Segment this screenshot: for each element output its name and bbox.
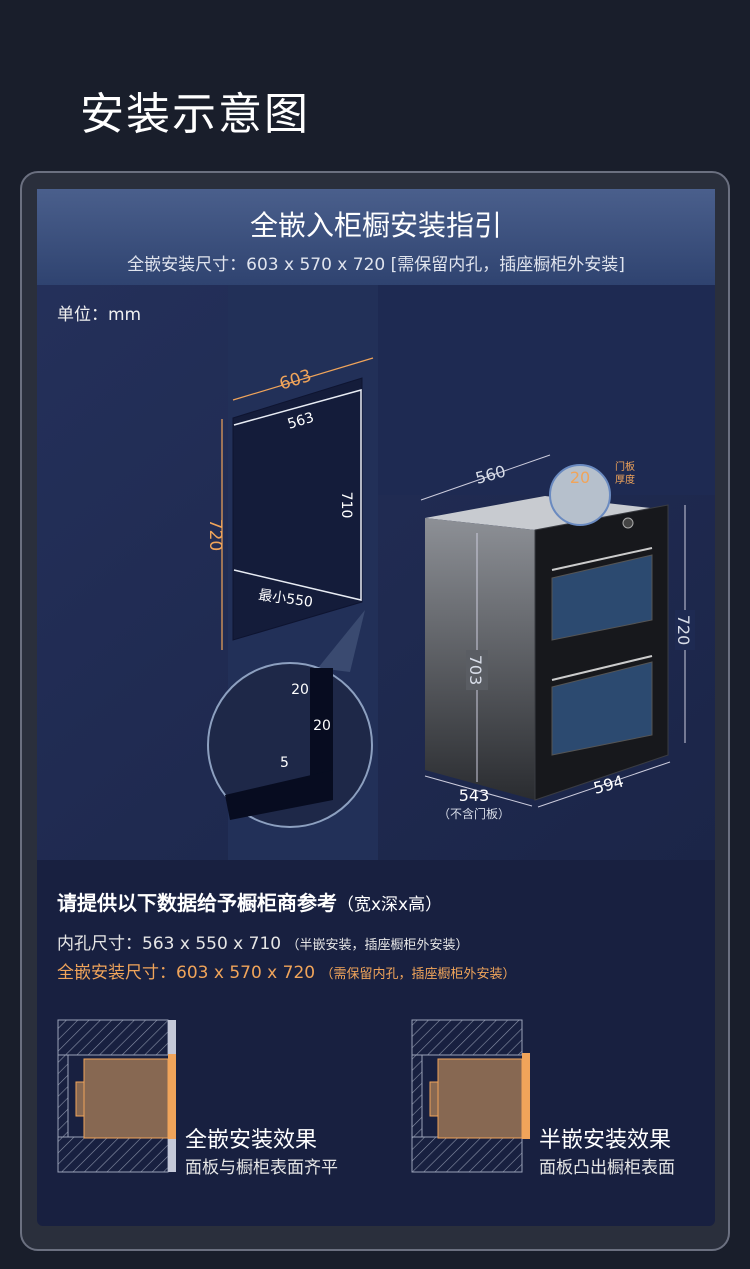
requirements-title: 请提供以下数据给予橱柜商参考（宽x深x高） xyxy=(57,887,442,916)
dim-563: 563 xyxy=(286,410,316,433)
door-magnifier xyxy=(549,464,611,526)
half-embed-diagram xyxy=(411,1019,530,1173)
dim-543: 543 xyxy=(459,786,490,805)
inner-hole-label: 内孔尺寸：563 x 550 x 710 xyxy=(57,934,282,954)
dim-710: 710 xyxy=(338,492,354,519)
door-label-2: 厚度 xyxy=(615,473,635,486)
door-thickness: 20 xyxy=(570,468,590,487)
dim-703: 703 xyxy=(466,655,485,686)
upper-cabinet xyxy=(378,285,715,495)
detail-5: 5 xyxy=(280,755,289,771)
cabinet-opening xyxy=(232,377,363,641)
detail-bottom xyxy=(225,770,333,820)
dim-min-550: 最小550 xyxy=(257,587,313,610)
inner-outline xyxy=(233,389,362,601)
page-title: 安装示意图 xyxy=(80,89,310,140)
half-embed-subtitle: 面板凸出橱柜表面 xyxy=(539,1158,675,1178)
dim-543-note: （不含门板） xyxy=(438,806,510,821)
detail-20-a: 20 xyxy=(291,682,309,698)
magnifier-pointer xyxy=(318,610,365,672)
requirements-title-note: （宽x深x高） xyxy=(337,895,443,915)
guide-subtitle: 全嵌安装尺寸：603 x 570 x 720 [需保留内孔，插座橱柜外安装] xyxy=(127,255,625,275)
unit-label: 单位：mm xyxy=(57,305,142,325)
detail-20-b: 20 xyxy=(313,718,331,734)
detail-gap xyxy=(310,668,333,798)
full-embed-title: 全嵌安装效果 xyxy=(185,1128,318,1153)
full-embed-size: 全嵌安装尺寸：603 x 570 x 720 （需保留内孔，插座橱柜外安装） xyxy=(57,958,516,983)
dim-603-line xyxy=(232,357,374,401)
full-embed-subtitle: 面板与橱柜表面齐平 xyxy=(185,1158,338,1178)
requirements-title-text: 请提供以下数据给予橱柜商参考 xyxy=(57,891,337,915)
dim-594-line xyxy=(537,761,671,808)
guide-title: 全嵌入柜橱安装指引 xyxy=(249,209,502,242)
dim-720-bg xyxy=(675,610,695,650)
dim-720-cabinet: 720 xyxy=(205,519,225,551)
oven-upper-handle xyxy=(551,547,653,571)
oven-lower-window xyxy=(551,661,653,756)
dim-703-bg xyxy=(466,650,488,690)
header-band xyxy=(37,189,715,285)
inner-hole-note: （半嵌安装，插座橱柜外安装） xyxy=(286,938,469,953)
full-embed-note: （需保留内孔，插座橱柜外安装） xyxy=(320,967,516,982)
dim-720-oven: 720 xyxy=(674,615,693,646)
inner-hole-size: 内孔尺寸：563 x 550 x 710 （半嵌安装，插座橱柜外安装） xyxy=(57,929,469,954)
full-embed-label: 全嵌安装尺寸：603 x 570 x 720 xyxy=(57,963,316,983)
half-embed-title: 半嵌安装效果 xyxy=(539,1128,672,1153)
door-label-1: 门板 xyxy=(615,460,635,473)
full-embed-diagram xyxy=(57,1019,176,1173)
dim-560-line xyxy=(420,454,551,501)
oven-knob xyxy=(622,517,634,529)
oven-lower-handle xyxy=(551,655,653,681)
dim-543-line xyxy=(424,775,533,807)
oven-upper-window xyxy=(551,554,653,641)
